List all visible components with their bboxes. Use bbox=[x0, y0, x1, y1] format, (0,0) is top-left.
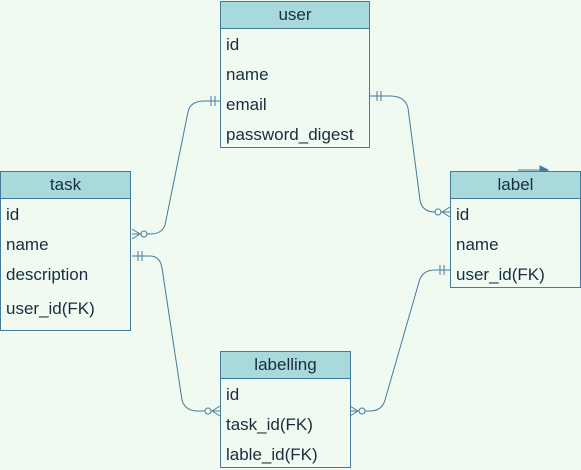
edge-user-task bbox=[131, 96, 220, 240]
entity-user[interactable]: user id name email password_digest bbox=[220, 1, 370, 148]
field-name: name bbox=[456, 235, 499, 254]
field-email: email bbox=[226, 95, 267, 114]
edge-user-label bbox=[370, 91, 451, 218]
field-name: name bbox=[6, 235, 49, 254]
entity-title: label bbox=[451, 172, 580, 199]
field-user-id-fk: user_id(FK) bbox=[6, 299, 95, 318]
entity-task[interactable]: task id name description user_id(FK) bbox=[0, 171, 131, 331]
entity-label[interactable]: label id name user_id(FK) bbox=[450, 171, 581, 288]
field-user-id-fk: user_id(FK) bbox=[456, 265, 545, 284]
entity-title: labelling bbox=[221, 352, 350, 379]
field-lable-id-fk: lable_id(FK) bbox=[226, 445, 318, 464]
field-name: name bbox=[226, 65, 269, 84]
field-password-digest: password_digest bbox=[226, 125, 354, 144]
field-task-id-fk: task_id(FK) bbox=[226, 415, 313, 434]
field-id: id bbox=[6, 205, 20, 224]
field-id: id bbox=[456, 205, 470, 224]
field-id: id bbox=[226, 385, 240, 404]
entity-title: task bbox=[1, 172, 130, 199]
entity-title: user bbox=[221, 2, 369, 29]
field-description: description bbox=[6, 265, 89, 284]
entity-labelling[interactable]: labelling id task_id(FK) lable_id(FK) bbox=[220, 351, 351, 468]
edge-task-labelling bbox=[132, 251, 221, 417]
field-id: id bbox=[226, 35, 240, 54]
edge-label-labelling bbox=[349, 265, 450, 417]
